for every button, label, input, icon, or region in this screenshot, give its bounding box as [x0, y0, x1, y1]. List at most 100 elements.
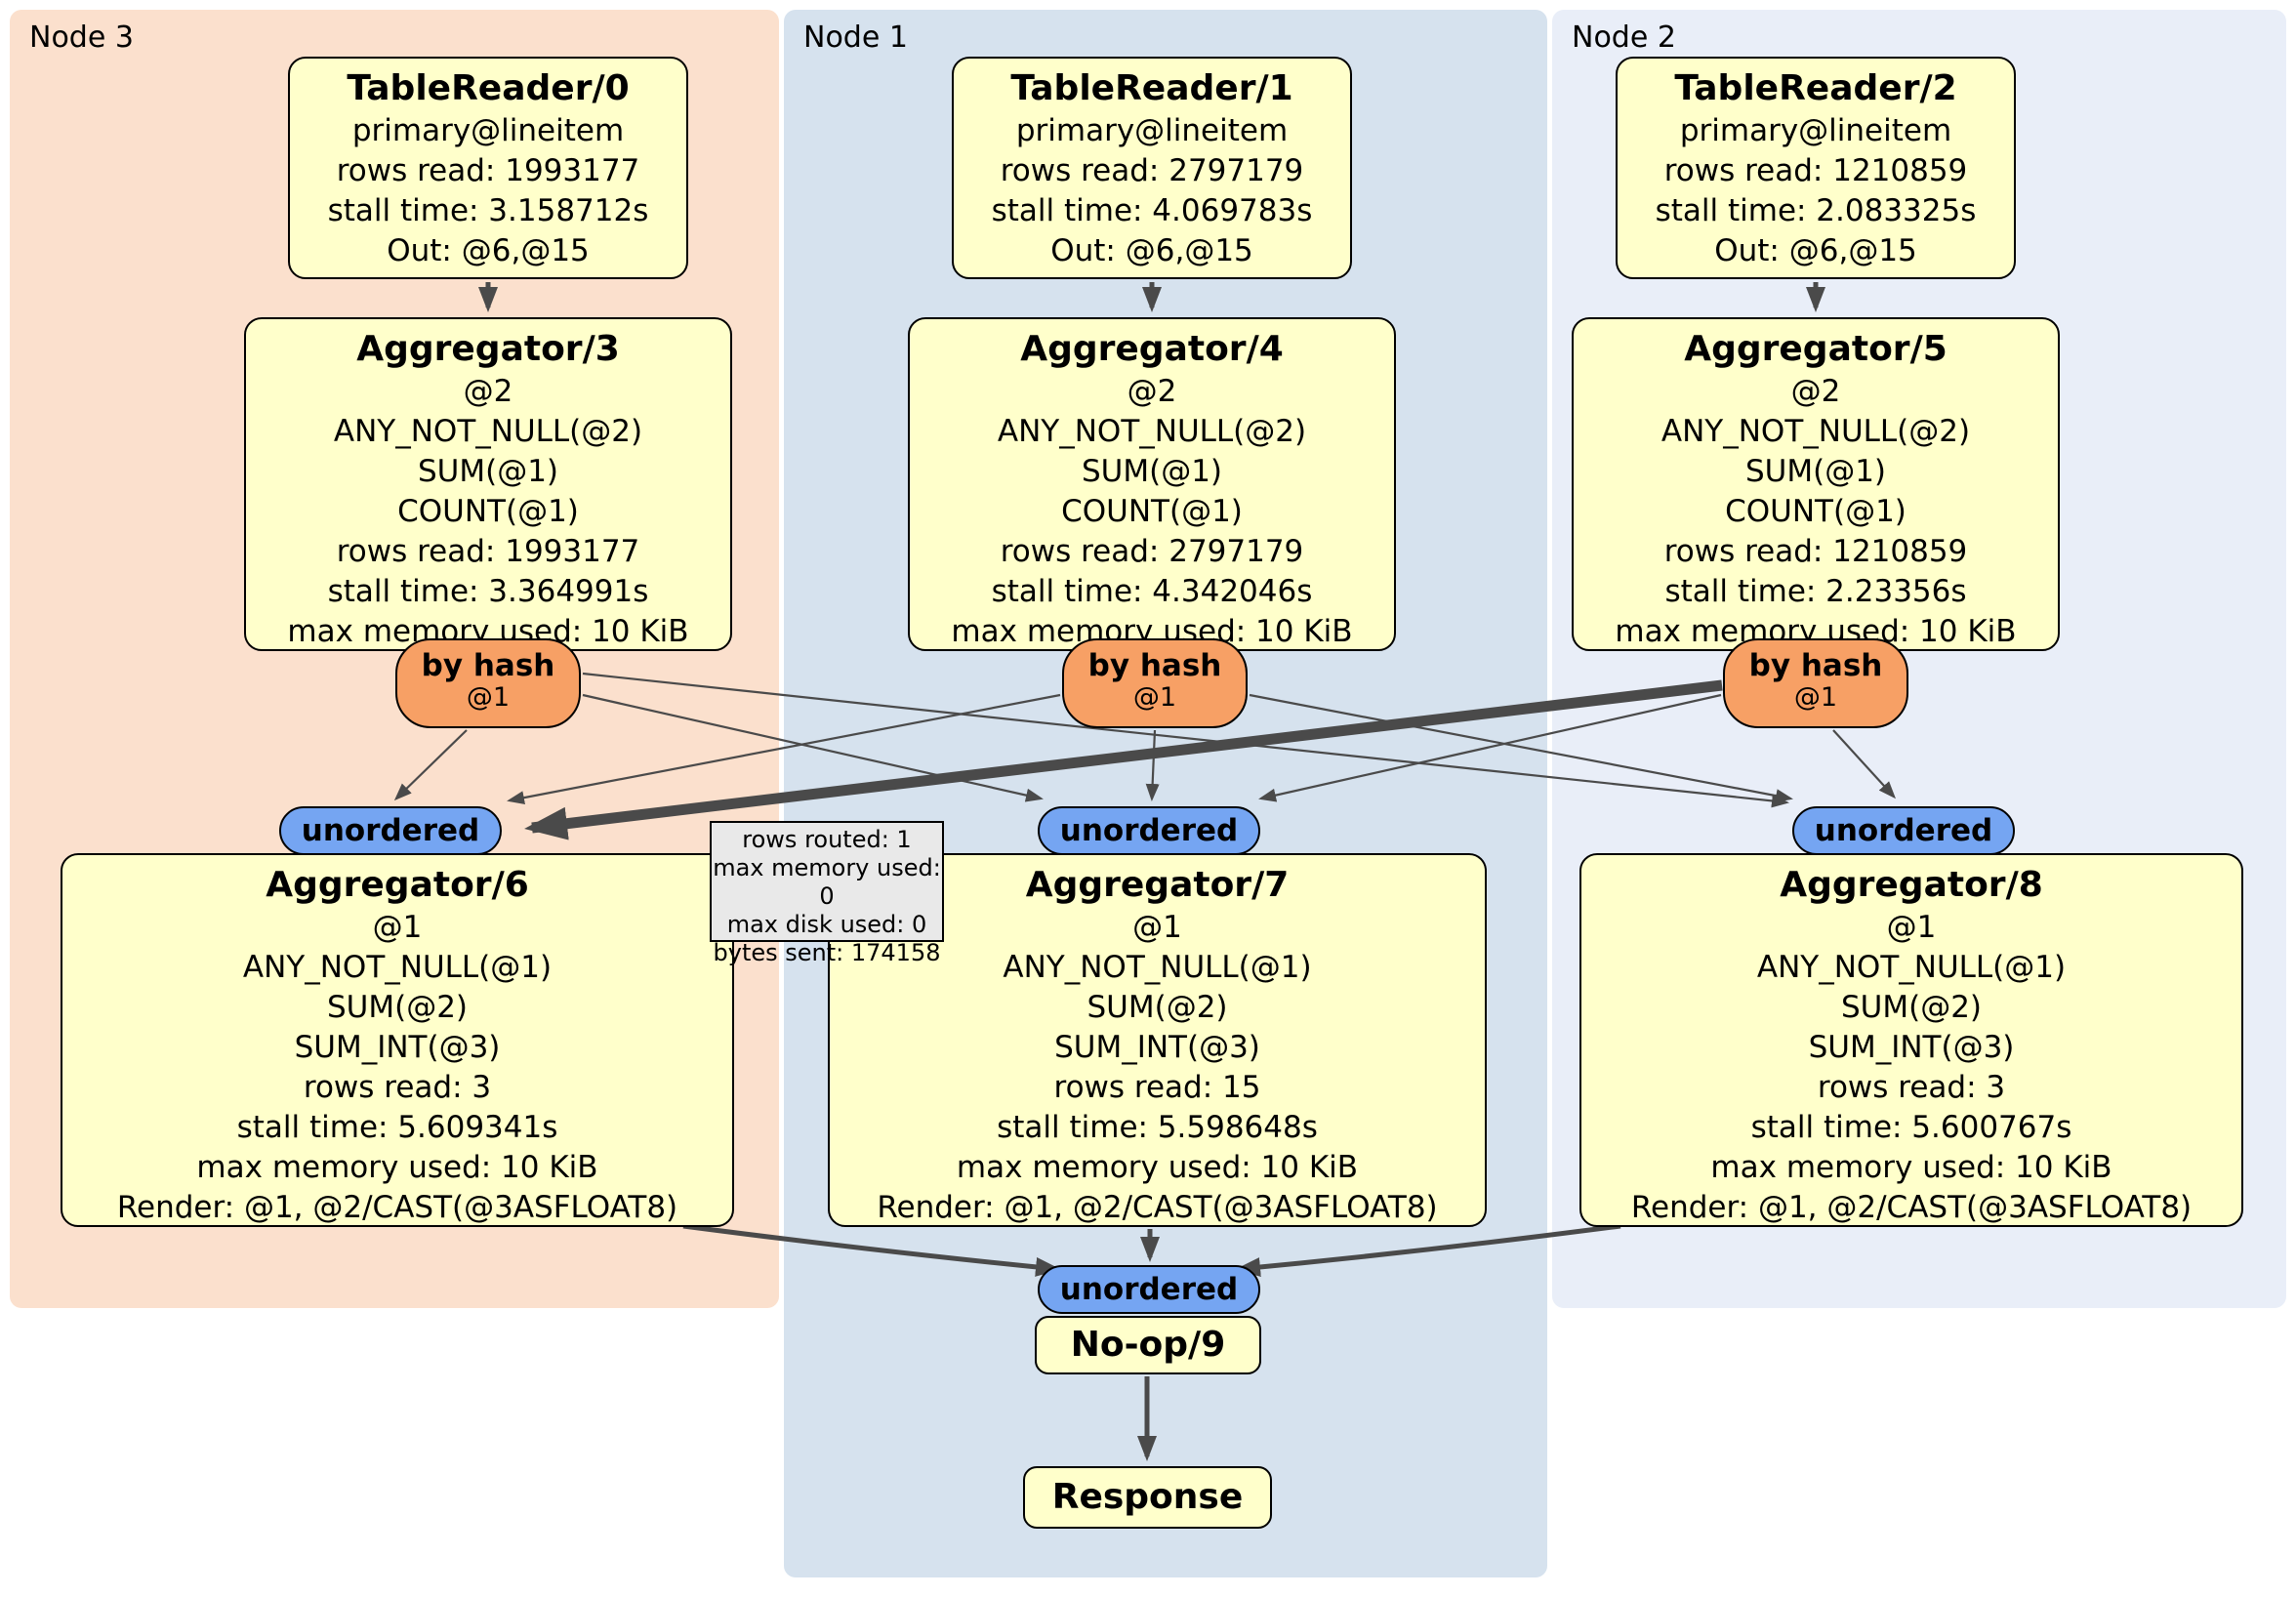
edge-hash4-un6 [507, 693, 1061, 805]
tooltip-line: rows routed: 1 [742, 826, 912, 853]
processor-stat: SUM(@2) [1086, 990, 1228, 1025]
processor-stat: @2 [463, 374, 513, 409]
processor-stat: SUM(@1) [1081, 454, 1223, 489]
processor-title: TableReader/2 [1674, 68, 1957, 108]
processor-stat: @2 [1127, 374, 1177, 409]
processor-stat: rows read: 1993177 [336, 153, 640, 188]
edge-hash4-un8 [1249, 693, 1793, 803]
processor-stat: COUNT(@1) [1061, 494, 1243, 529]
edge-hash5-un8 [1832, 729, 1897, 799]
sync-label: unordered [1814, 813, 1993, 848]
processor-title: Aggregator/3 [356, 329, 620, 369]
processor-title: Aggregator/7 [1025, 865, 1290, 905]
processor-stat: primary@lineitem [351, 113, 625, 148]
sync-unordered-node3[interactable]: unordered [279, 806, 502, 855]
processor-stat: stall time: 3.158712s [327, 193, 649, 228]
processor-title: Aggregator/5 [1684, 329, 1948, 369]
sync-unordered-node1[interactable]: unordered [1038, 806, 1260, 855]
router-by-hash-5[interactable]: by hash @1 [1723, 638, 1908, 728]
processor-stat: SUM_INT(@3) [1054, 1030, 1260, 1065]
processor-stat: rows read: 3 [1817, 1070, 2006, 1105]
processor-stat: max memory used: 10 KiB [1710, 1150, 2112, 1185]
processor-stat: rows read: 1210859 [1663, 534, 1968, 569]
processor-stat: SUM(@1) [1744, 454, 1887, 489]
edge-hash5-un6-stream[interactable] [524, 679, 1723, 840]
processor-stat: ANY_NOT_NULL(@2) [997, 414, 1307, 449]
processor-aggregator-5[interactable]: Aggregator/5 @2 ANY_NOT_NULL(@2) SUM(@1)… [1572, 317, 2060, 651]
processor-stat: stall time: 3.364991s [327, 574, 649, 609]
processor-title: No-op/9 [1070, 1325, 1226, 1365]
processor-title: TableReader/0 [347, 68, 630, 108]
processor-aggregator-3[interactable]: Aggregator/3 @2 ANY_NOT_NULL(@2) SUM(@1)… [244, 317, 732, 651]
sync-unordered-final[interactable]: unordered [1038, 1265, 1260, 1314]
processor-stat: ANY_NOT_NULL(@1) [1003, 950, 1312, 985]
processor-stat: COUNT(@1) [397, 494, 579, 529]
tooltip-line: bytes sent: 174158 [713, 939, 941, 966]
router-columns: @1 [1793, 682, 1838, 713]
router-columns: @1 [466, 682, 511, 713]
processor-stat: rows read: 15 [1053, 1070, 1261, 1105]
edge-hash5-un7 [1258, 693, 1722, 802]
tooltip-line: max memory used: 0 [713, 854, 941, 910]
sync-unordered-node2[interactable]: unordered [1792, 806, 2015, 855]
processor-stat: SUM_INT(@3) [294, 1030, 501, 1065]
processor-stat: max memory used: 10 KiB [196, 1150, 598, 1185]
processor-stat: rows read: 1210859 [1663, 153, 1968, 188]
processor-stat: ANY_NOT_NULL(@2) [1660, 414, 1971, 449]
processor-stat: rows read: 2797179 [1000, 153, 1304, 188]
edge-hash3-un8 [582, 672, 1789, 808]
processor-aggregator-4[interactable]: Aggregator/4 @2 ANY_NOT_NULL(@2) SUM(@1)… [908, 317, 1396, 651]
sync-label: unordered [301, 813, 480, 848]
processor-aggregator-6[interactable]: Aggregator/6 @1 ANY_NOT_NULL(@1) SUM(@2)… [61, 853, 734, 1227]
processor-stat: stall time: 5.598648s [997, 1110, 1318, 1145]
processor-stat: stall time: 4.342046s [991, 574, 1313, 609]
processor-tablereader-1[interactable]: TableReader/1 primary@lineitem rows read… [952, 57, 1352, 279]
processor-stat: stall time: 2.083325s [1655, 193, 1977, 228]
processor-stat: COUNT(@1) [1725, 494, 1906, 529]
processor-stat: Render: @1, @2/CAST(@3ASFLOAT8) [1630, 1190, 2193, 1225]
processor-stat: ANY_NOT_NULL(@1) [1756, 950, 2067, 985]
processor-stat: Out: @6,@15 [387, 233, 590, 268]
processor-aggregator-8[interactable]: Aggregator/8 @1 ANY_NOT_NULL(@1) SUM(@2)… [1579, 853, 2243, 1227]
router-by-hash-3[interactable]: by hash @1 [395, 638, 581, 728]
processor-stat: SUM(@2) [1840, 990, 1983, 1025]
processor-stat: primary@lineitem [1679, 113, 1952, 148]
processor-stat: rows read: 3 [303, 1070, 492, 1105]
processor-title: Aggregator/4 [1020, 329, 1284, 369]
router-title: by hash [421, 648, 555, 683]
processor-stat: Out: @6,@15 [1050, 233, 1253, 268]
processor-tablereader-2[interactable]: TableReader/2 primary@lineitem rows read… [1616, 57, 2016, 279]
response-node[interactable]: Response [1023, 1466, 1272, 1529]
router-by-hash-4[interactable]: by hash @1 [1062, 638, 1248, 728]
processor-title: Aggregator/8 [1780, 865, 2043, 905]
region-label-node-3: Node 3 [29, 20, 134, 55]
tooltip-line: max disk used: 0 [726, 911, 927, 938]
router-title: by hash [1087, 648, 1222, 683]
router-title: by hash [1748, 648, 1883, 683]
processor-noop-9[interactable]: No-op/9 [1035, 1316, 1261, 1374]
processor-stat: SUM(@1) [417, 454, 559, 489]
processor-tablereader-0[interactable]: TableReader/0 primary@lineitem rows read… [288, 57, 688, 279]
processor-title: Aggregator/6 [266, 865, 529, 905]
processor-stat: ANY_NOT_NULL(@1) [242, 950, 553, 985]
edge-agg8-un9 [1235, 1223, 1621, 1277]
processor-stat: Out: @6,@15 [1714, 233, 1917, 268]
processor-stat: SUM_INT(@3) [1808, 1030, 2015, 1065]
processor-title: Response [1051, 1477, 1244, 1517]
region-label-node-2: Node 2 [1572, 20, 1676, 55]
region-label-node-1: Node 1 [803, 20, 908, 55]
processor-stat: ANY_NOT_NULL(@2) [333, 414, 643, 449]
processor-stat: @2 [1790, 374, 1841, 409]
processor-stat: Render: @1, @2/CAST(@3ASFLOAT8) [877, 1190, 1438, 1225]
processor-stat: stall time: 5.609341s [236, 1110, 558, 1145]
processor-stat: stall time: 4.069783s [991, 193, 1313, 228]
processor-stat: stall time: 5.600767s [1750, 1110, 2072, 1145]
processor-stat: Render: @1, @2/CAST(@3ASFLOAT8) [116, 1190, 678, 1225]
stream-stats-tooltip: rows routed: 1 max memory used: 0 max di… [710, 821, 944, 966]
edge-agg6-un9 [682, 1223, 1061, 1277]
processor-stat: max memory used: 10 KiB [956, 1150, 1359, 1185]
edge-hash4-un7 [1145, 729, 1160, 801]
processor-stat: SUM(@2) [326, 990, 469, 1025]
processor-stat: stall time: 2.23356s [1664, 574, 1967, 609]
